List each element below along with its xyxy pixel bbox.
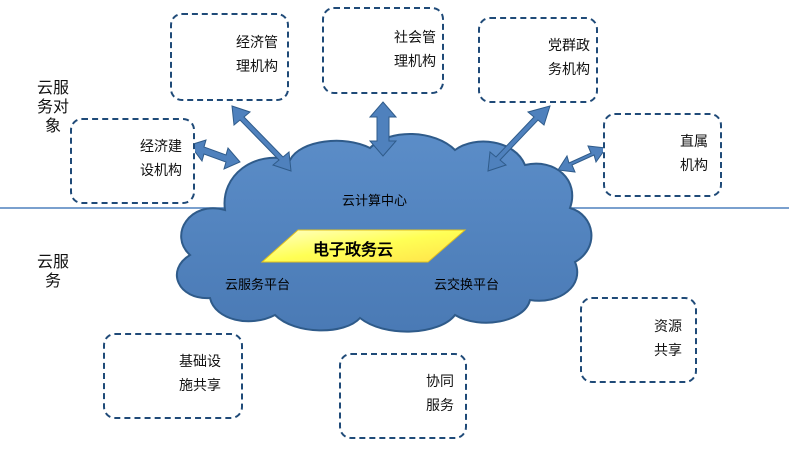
arrow-econ-build <box>189 139 241 170</box>
infra-label-2: 施共享 <box>179 378 221 394</box>
box-infra <box>103 333 243 419</box>
collab-label-1: 协同 <box>426 374 454 390</box>
side-label-cloud-services: 云服务 <box>36 252 69 290</box>
core-label: 电子政务云 <box>313 240 394 259</box>
social-mgmt-label-1: 社会管 <box>394 30 436 46</box>
box-econ-mgmt <box>170 13 289 101</box>
box-collab <box>339 353 467 439</box>
core-parallelogram <box>260 229 467 263</box>
box-econ-build <box>70 118 195 204</box>
box-resource <box>580 297 697 383</box>
resource-label-2: 共享 <box>654 343 682 359</box>
econ-mgmt-label-2: 理机构 <box>236 59 278 75</box>
arrow-econ-mgmt <box>231 105 292 172</box>
econ-build-label-2: 设机构 <box>140 163 182 179</box>
arrow-social-mgmt <box>368 101 398 157</box>
direct-label-2: 机构 <box>680 158 708 174</box>
resource-label-1: 资源 <box>654 319 682 335</box>
collab-label-2: 服务 <box>426 398 454 414</box>
direct-label-1: 直属 <box>680 134 708 150</box>
infra-label-1: 基础设 <box>179 354 221 370</box>
cloud-exchange-platform: 云交换平台 <box>434 278 500 293</box>
social-mgmt-label-2: 理机构 <box>394 54 436 70</box>
cloud-service-platform: 云服务平台 <box>225 278 291 293</box>
box-party <box>478 17 598 103</box>
econ-build-label-1: 经济建 <box>140 139 182 155</box>
arrow-party <box>487 105 551 172</box>
arrow-direct <box>557 145 607 173</box>
party-label-2: 务机构 <box>548 62 590 78</box>
box-social-mgmt <box>322 7 444 94</box>
party-label-1: 党群政 <box>548 38 590 54</box>
cloud-center-title: 云计算中心 <box>342 194 408 209</box>
side-label-service-objects: 云服务对象 <box>36 78 69 135</box>
econ-mgmt-label-1: 经济管 <box>236 35 278 51</box>
box-direct <box>603 113 722 197</box>
